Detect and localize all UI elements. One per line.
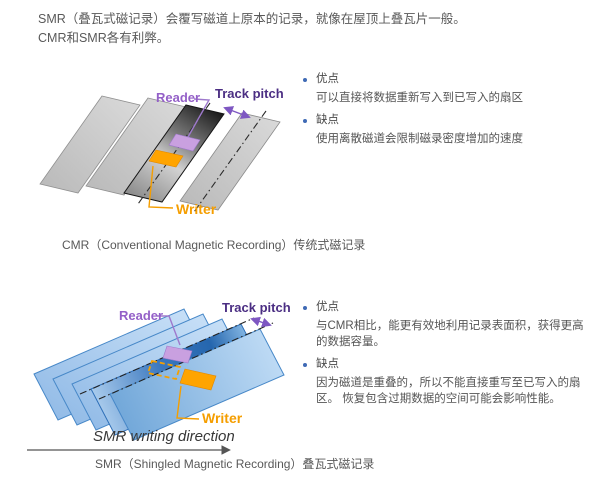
smr-track-pitch-arrow [250,316,272,328]
smr-track-boundary-line-1 [79,317,255,395]
smr-writer-connector [176,385,200,420]
cmr-cons-title: 缺点 [316,114,339,126]
smr-track-pitch-label: Track pitch [222,300,291,315]
cmr-reader-element [168,133,201,152]
cmr-track-2 [85,97,187,196]
cmr-writer-element [148,149,184,168]
cmr-writer-label: Writer [176,201,217,217]
cmr-bullet-list: 优点 可以直接将数据重新写入到已写入的扇区 缺点 使用离散磁道会限制磁录密度增加… [303,70,588,154]
intro-line-2: CMR和SMR各有利弊。 [38,31,170,45]
smr-bullet-list: 优点 与CMR相比，能更有效地利用记录表面积，获得更高的数据容量。 缺点 因为磁… [303,298,588,414]
smr-cons-title: 缺点 [316,358,339,370]
cmr-track-1 [39,95,141,194]
smr-writer-element [179,368,217,391]
smr-cons-item: 缺点 [303,357,588,372]
smr-track-boundary-line-2 [98,322,274,400]
cmr-reader-connector [187,98,211,138]
bullet-dot-icon [303,118,307,123]
cmr-reader-label: Reader [156,90,201,105]
smr-reader-element [162,345,193,364]
smr-writing-direction-label: SMR writing direction [93,428,235,445]
bullet-dot-icon [303,77,307,82]
bullet-dot-icon [303,305,307,310]
cmr-track-pitch-label: Track pitch [215,86,284,101]
cmr-track-centerline-2 [193,110,267,213]
smr-writer-label: Writer [202,410,243,426]
cmr-writer-connector [148,165,174,209]
smr-reader-connector [157,315,181,346]
cmr-pros-item: 优点 [303,72,588,87]
cmr-cons-text: 使用离散磁道会限制磁录密度增加的速度 [316,133,523,145]
bullet-dot-icon [303,362,307,367]
cmr-pros-text: 可以直接将数据重新写入到已写入的扇区 [316,92,523,104]
smr-pros-title: 优点 [316,301,339,313]
smr-pros-text: 与CMR相比，能更有效地利用记录表面积，获得更高的数据容量。 [316,320,584,348]
smr-pros-item: 优点 [303,300,588,315]
smr-caption: SMR（Shingled Magnetic Recording）叠瓦式磁记录 [95,457,375,471]
smr-reader-label: Reader [119,308,164,323]
intro-line-1: SMR（叠瓦式磁记录）会覆写磁道上原本的记录，就像在屋顶上叠瓦片一般。 [38,12,466,26]
cmr-caption: CMR（Conventional Magnetic Recording）传统式磁… [62,238,366,252]
cmr-cons-item: 缺点 [303,113,588,128]
cmr-track-pitch-arrow [223,106,251,119]
smr-cons-text: 因为磁道是重叠的，所以不能直接重写至已写入的扇区。 恢复包含过期数据的空间可能会… [316,377,581,405]
cmr-pros-title: 优点 [316,73,339,85]
smr-previous-writer-outline [146,359,182,381]
